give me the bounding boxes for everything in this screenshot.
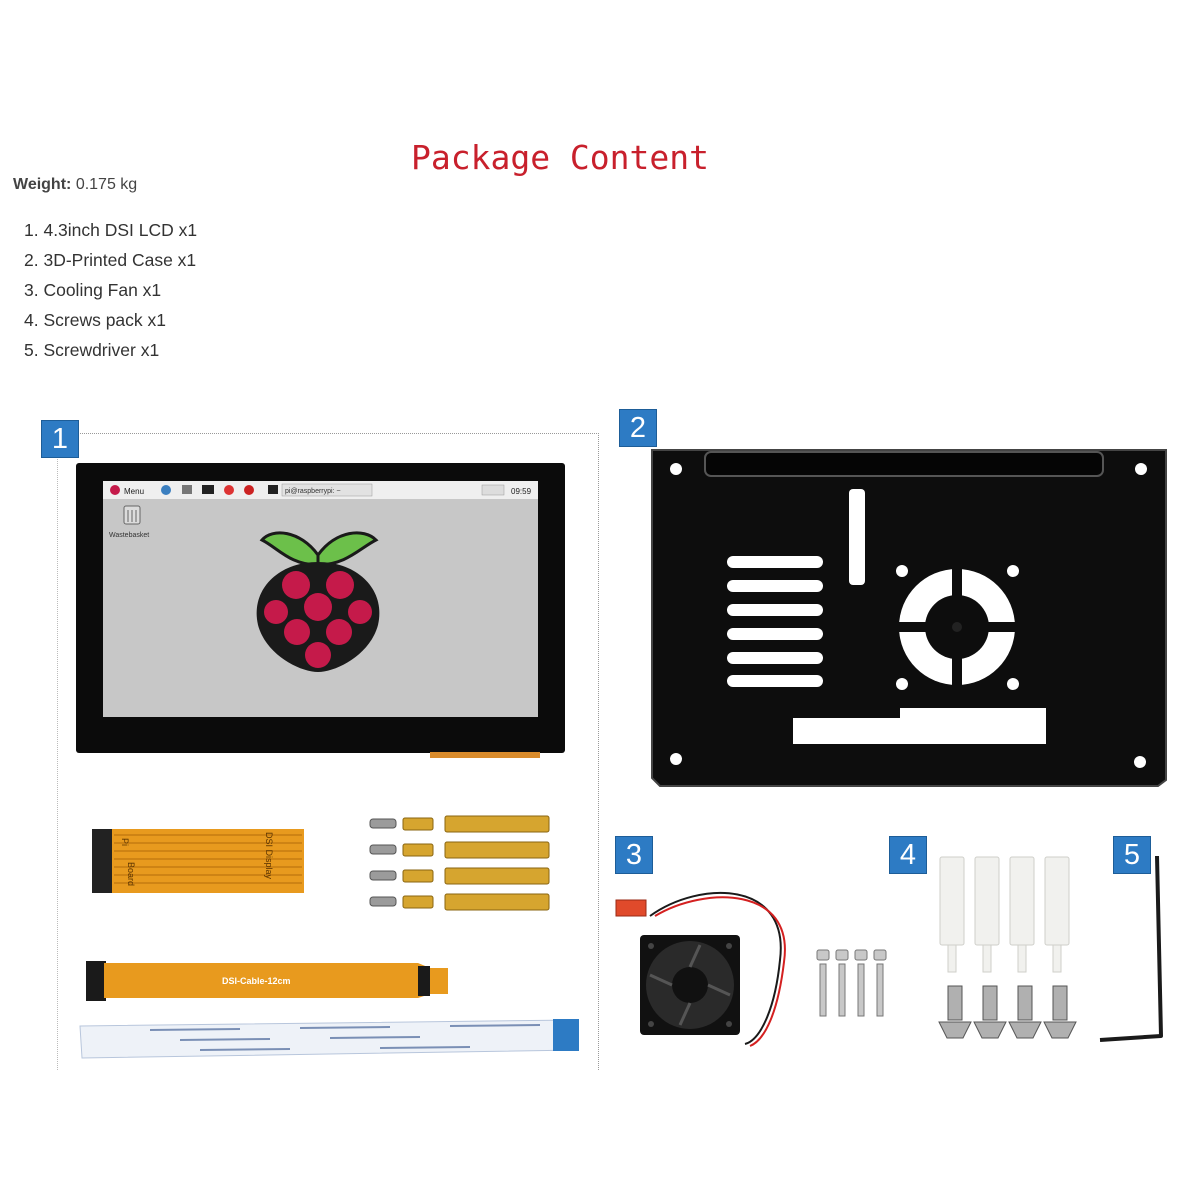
item-badge-3: 3 (615, 836, 653, 874)
list-item: 5. Screwdriver x1 (24, 340, 160, 360)
raspberry-logo-icon (256, 531, 380, 672)
screen-menu-label: Menu (124, 487, 144, 496)
lcd-display: Menu pi@raspberrypi: ~ 09:59 Wastebasket (76, 463, 565, 758)
screen-terminal-label: pi@raspberrypi: ~ (285, 488, 341, 495)
list-item: 3. Cooling Fan x1 (24, 280, 162, 300)
adapter-label-right: DSI Display (264, 832, 274, 880)
screen-clock: 09:59 (511, 487, 532, 496)
adapter-label-mid: Board (126, 862, 136, 886)
flat-flex-cable (79, 1019, 579, 1059)
cooling-fan (615, 892, 786, 1047)
dsi-cable: DSI-Cable-12cm (86, 961, 448, 1001)
nylon-standoffs (939, 856, 1070, 973)
contents-list: 1. 4.3inch DSI LCD x1 2. 3D-Printed Case… (24, 217, 197, 367)
weight-value: 0.175 kg (75, 176, 138, 193)
list-item: 1. 4.3inch DSI LCD x1 (24, 220, 198, 240)
hex-key-screwdriver (1099, 855, 1163, 1042)
item-badge-2: 2 (619, 409, 657, 447)
weight-line: Weight: 0.175 kg (13, 176, 137, 194)
printed-case (651, 449, 1167, 787)
screen-desktop-icon-label: Wastebasket (109, 532, 149, 539)
item-badge-4: 4 (889, 836, 927, 874)
item-badge-5: 5 (1113, 836, 1151, 874)
dsi-adapter-ribbon: Pi Board DSI Display (92, 829, 304, 893)
item-badge-1: 1 (41, 420, 79, 458)
page-title: Package Content (410, 138, 709, 177)
steel-screws (938, 985, 1077, 1039)
cable-label: DSI-Cable-12cm (222, 976, 291, 986)
lcd-kit-frame (57, 433, 599, 1070)
adapter-label-left: Pi (120, 838, 130, 846)
weight-label: Weight: (13, 176, 72, 193)
list-item: 4. Screws pack x1 (24, 310, 166, 330)
fan-screws (816, 949, 887, 1017)
brass-standoffs (369, 815, 550, 911)
list-item: 2. 3D-Printed Case x1 (24, 250, 197, 270)
